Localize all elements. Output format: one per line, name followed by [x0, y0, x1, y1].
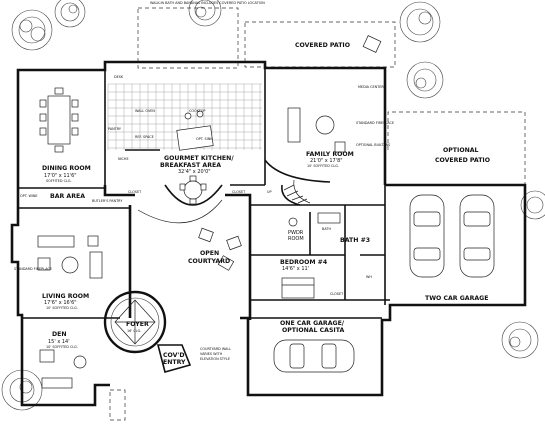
wh-label: WH — [366, 275, 372, 279]
living-room-label: LIVING ROOM — [42, 293, 89, 300]
tree-icon — [520, 190, 545, 220]
living-room-dims: 17'6" x 16'6" — [44, 300, 77, 306]
bedroom4-dims: 14'6" x 11' — [282, 266, 309, 272]
standard-fireplace-label: STANDARD FIREPLACE — [356, 121, 394, 125]
living-room-note: 10' SOFFITED CLG. — [46, 306, 78, 310]
up-label: UP — [267, 190, 272, 194]
car-icon — [409, 194, 445, 278]
covered-entry-label-2: ENTRY — [163, 359, 186, 366]
dining-room-dims: 17'0" x 11'6" — [44, 173, 77, 179]
tree-icon — [54, 0, 86, 28]
family-room-dims: 21'0" x 17'8" — [310, 158, 343, 164]
bath-label: BATH — [322, 227, 331, 231]
header-note: WALK-IN BATH AND BANANAS INCLUDES COVERE… — [150, 1, 265, 5]
tree-icon — [11, 9, 53, 51]
staircase — [281, 179, 311, 206]
breakfast-bay — [164, 184, 223, 206]
closet-label-1: CLOSET — [128, 190, 142, 194]
casita-label-2: OPTIONAL CASITA — [282, 327, 344, 334]
ref-space-label: REF. SPACE — [135, 135, 154, 139]
furniture — [37, 35, 495, 389]
courtyard-chairs-icon — [198, 227, 242, 271]
kitchen-dims: 32'4" x 20'0" — [178, 169, 211, 175]
bath3-label: BATH #3 — [340, 237, 370, 244]
kitchen-label-2: BREAKFAST AREA — [160, 162, 221, 169]
cooktop-label: COOKTOP — [189, 109, 205, 113]
labels: WALK-IN BATH AND BANANAS INCLUDES COVERE… — [14, 1, 490, 366]
den-dims: 15' x 14' — [48, 339, 70, 345]
tree-icon — [501, 321, 539, 359]
courtyard-wall-note-1: COURTYARD WALL — [200, 347, 231, 351]
foyer-rotunda — [103, 290, 167, 354]
wall-oven-label: WALL OVEN — [135, 109, 155, 113]
toilet-icon — [288, 217, 298, 227]
car-icon — [273, 339, 355, 373]
living-fireplace-label: STANDARD FIREPLACE — [14, 267, 52, 271]
foyer-note: 16' CLG. — [127, 329, 141, 333]
exterior-walls — [10, 60, 527, 407]
optional-covered-patio-label-1: OPTIONAL — [443, 147, 479, 154]
opt-sink-label: OPT. SINK — [196, 137, 213, 141]
tree-icon — [399, 1, 441, 43]
optional-built-ins-label: OPTIONAL BUILT-INS — [356, 143, 390, 147]
courtyard-wall-note-3: ELEVATION STYLE — [200, 357, 230, 361]
family-room-note: 10' SOFFITED CLG. — [307, 164, 339, 168]
bedroom4-label: BEDROOM #4 — [280, 259, 328, 266]
covered-patio-label: COVERED PATIO — [295, 42, 350, 49]
tree-icon — [406, 61, 444, 99]
courtyard-label-1: OPEN — [200, 250, 219, 257]
courtyard-label-2: COURTYARD — [188, 258, 230, 265]
bar-area-label: BAR AREA — [50, 193, 85, 200]
garage-label: TWO CAR GARAGE — [425, 295, 488, 302]
butlers-pantry-label: BUTLER'S PANTRY — [92, 199, 123, 203]
optional-covered-patio-label: COVERED PATIO — [435, 157, 490, 164]
closet-label-3: CLOSET — [330, 292, 344, 296]
desk-label: DESK — [114, 75, 124, 79]
opt-wine-label: OPT. WINE — [20, 194, 38, 198]
den-note: 10' SOFFITED CLG. — [46, 345, 78, 349]
bed-icon — [281, 277, 315, 299]
kitchen-island-icon — [176, 110, 214, 151]
car-icon — [459, 194, 495, 278]
niche-label: NICHE — [118, 157, 129, 161]
tree-icon — [188, 0, 222, 27]
closet-label-2: CLOSET — [232, 190, 246, 194]
breakfast-table-icon — [179, 175, 207, 205]
family-sofa-icon — [287, 107, 346, 153]
covered-entry-label-1: COV'D — [163, 352, 184, 359]
den-desk-icon — [39, 349, 87, 389]
media-center-label: MEDIA CENTER — [358, 85, 384, 89]
dining-room-label: DINING ROOM — [42, 165, 91, 172]
courtyard-wall — [137, 199, 223, 224]
den-label: DEN — [52, 331, 67, 338]
dining-room-note: SOFFITED CLG. — [46, 179, 72, 183]
courtyard-wall-note-2: VARIES WITH — [200, 352, 223, 356]
interior-walls — [18, 68, 390, 319]
family-room-bay — [264, 159, 331, 183]
kitchen-label-1: GOURMET KITCHEN/ — [164, 155, 234, 162]
foyer-label: FOYER — [126, 321, 149, 328]
covered-entry-structure — [156, 344, 192, 373]
pwdr-label-1: PWDR — [288, 230, 304, 236]
pantry-label: PANTRY — [108, 127, 122, 131]
family-room-label: FAMILY ROOM — [306, 151, 354, 158]
patio-chair-icon — [362, 35, 382, 53]
pwdr-label-2: ROOM — [288, 236, 304, 242]
living-sofa-icon — [37, 235, 103, 279]
casita-label-1: ONE CAR GARAGE/ — [280, 320, 345, 327]
bathtub-icon — [317, 212, 341, 224]
dining-table-icon — [39, 87, 79, 153]
